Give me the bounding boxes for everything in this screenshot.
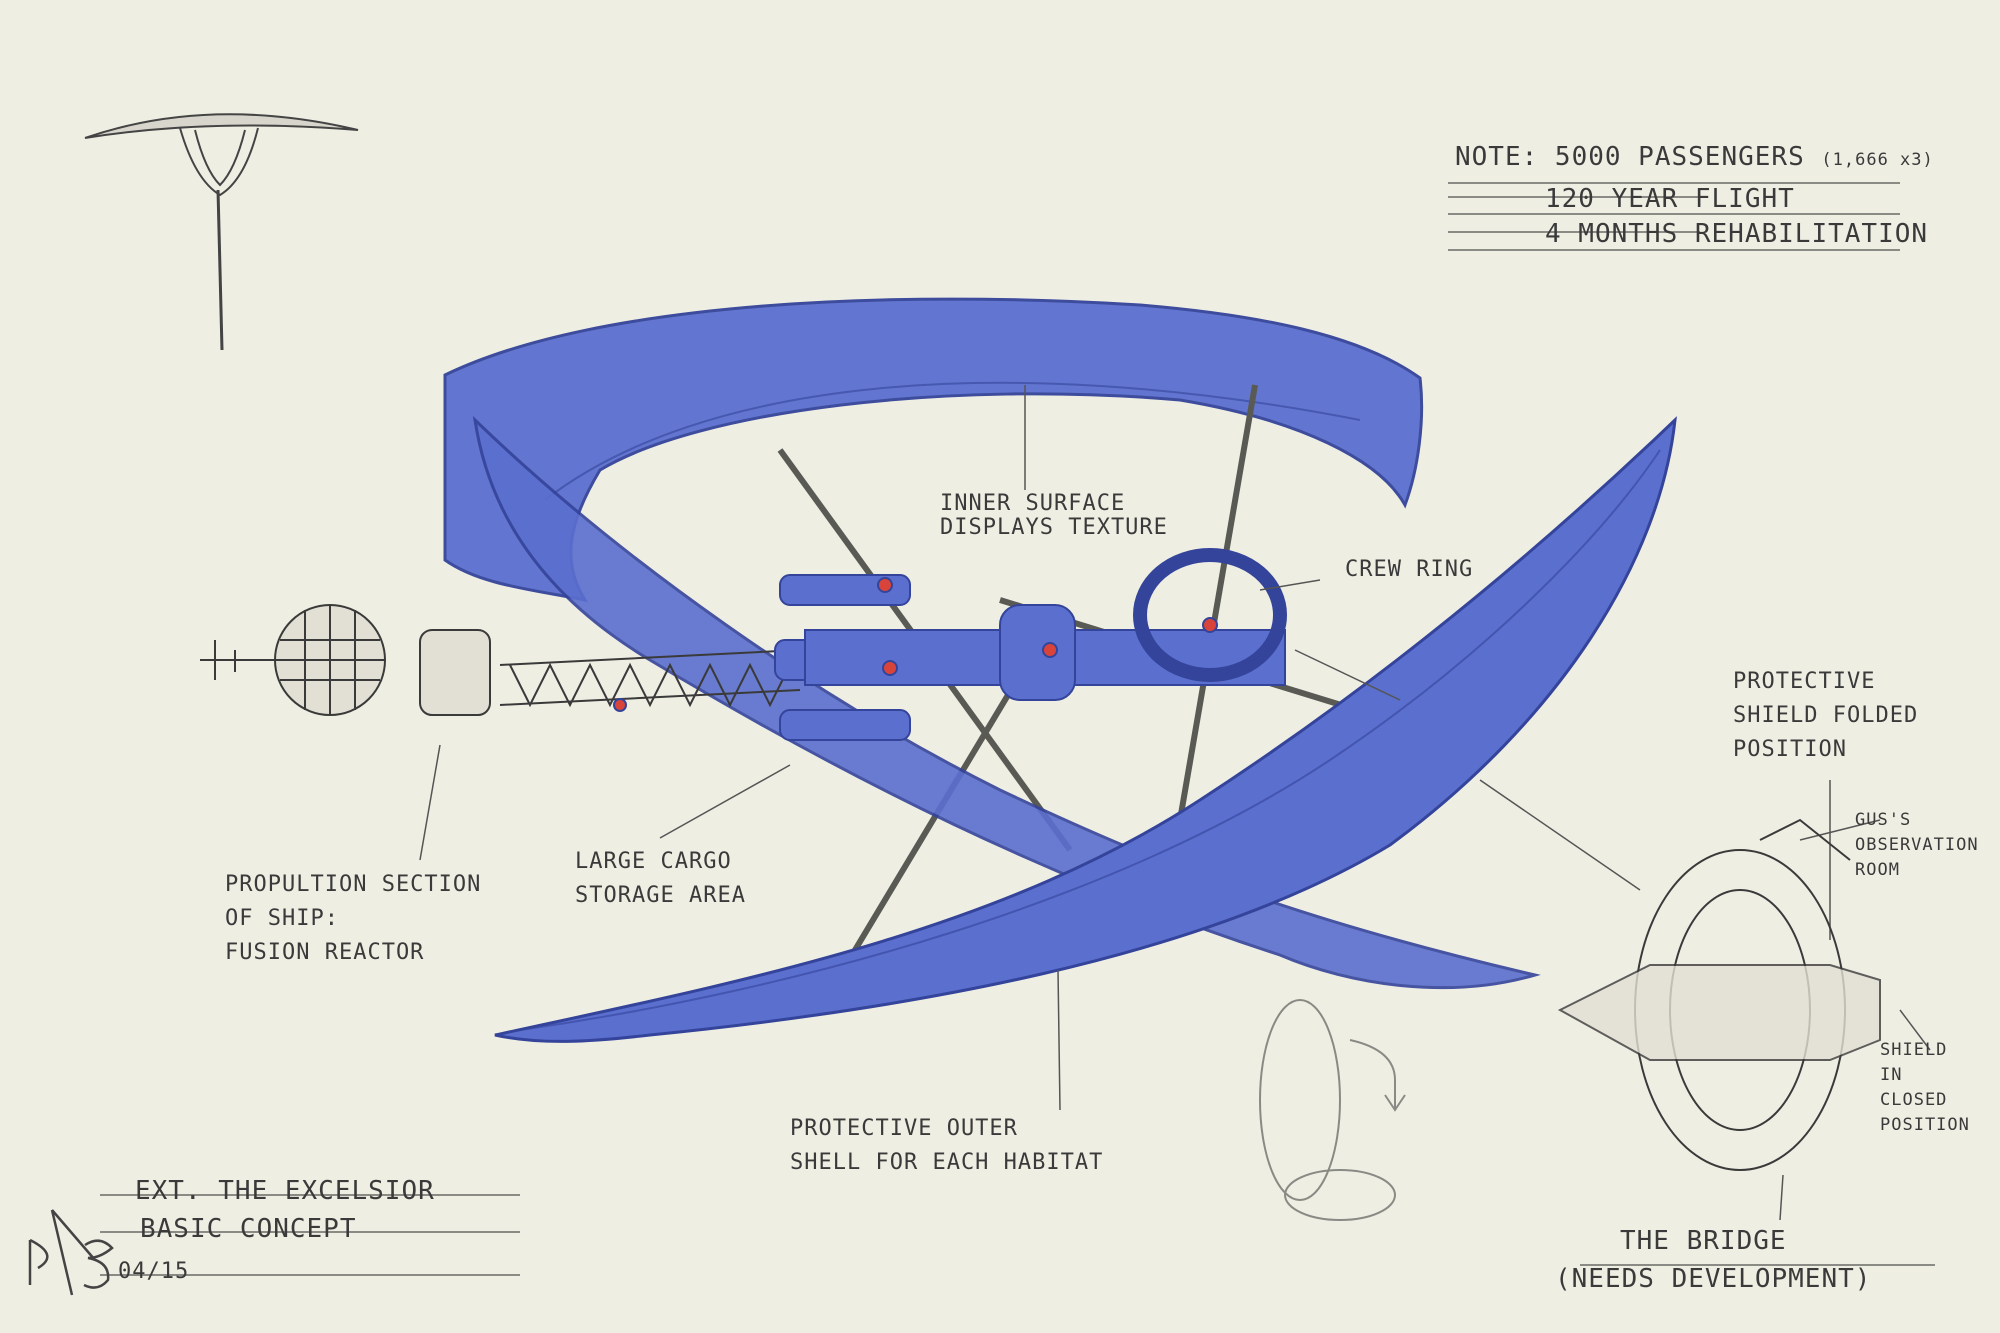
drawing-title: EXT. THE EXCELSIOR	[135, 1176, 435, 1206]
bridge-sketch	[1557, 818, 1881, 1171]
bridge-label: THE BRIDGE (NEEDS DEVELOPMENT)	[1555, 1222, 1871, 1298]
passenger-note: NOTE: 5000 PASSENGERS (1,666 x3)	[1455, 138, 1934, 176]
note-line-1-aside: (1,666 x3)	[1821, 150, 1934, 170]
propulsion-line-1: PROPULTION SECTION	[225, 872, 482, 897]
cargo-line-2: STORAGE AREA	[575, 883, 746, 908]
artist-signature	[28, 1209, 114, 1296]
protective-shield-line-3: POSITION	[1733, 737, 1847, 762]
note-line-1: NOTE: 5000 PASSENGERS	[1455, 142, 1805, 172]
gus-room-line-1: GUS'S	[1855, 810, 1912, 830]
gus-room-line-2: OBSERVATION	[1855, 835, 1979, 855]
bridge-line-1: THE BRIDGE	[1620, 1226, 1787, 1256]
propulsion-line-2: OF SHIP:	[225, 906, 339, 931]
leader-lines	[419, 385, 1931, 1221]
note-line-2: 120 YEAR FLIGHT	[1545, 184, 1795, 214]
propulsion-line-3: FUSION REACTOR	[225, 940, 425, 965]
shield-closed-line-3: CLOSED	[1880, 1090, 1948, 1110]
outer-shell-line-2: SHELL FOR EACH HABITAT	[790, 1150, 1104, 1175]
propulsion-section	[200, 604, 491, 716]
gus-room-line-3: ROOM	[1855, 860, 1900, 880]
bridge-line-2: (NEEDS DEVELOPMENT)	[1555, 1264, 1872, 1294]
inner-surface-line-2: DISPLAYS TEXTURE	[940, 515, 1168, 540]
protective-shield-line-1: PROTECTIVE	[1733, 669, 1876, 694]
protective-shield-line-2: SHIELD FOLDED	[1733, 703, 1919, 728]
outer-shell-label: PROTECTIVE OUTER SHELL FOR EACH HABITAT	[790, 1112, 1103, 1180]
note-underlines	[100, 182, 1935, 1276]
truss-spine	[499, 649, 801, 708]
note-line-3: 4 MONTHS REHABILITATION	[1545, 219, 1929, 249]
gus-room-label: GUS'S OBSERVATION ROOM	[1855, 808, 1979, 883]
drawing-subtitle: BASIC CONCEPT	[140, 1214, 357, 1244]
protective-shield-label: PROTECTIVE SHIELD FOLDED POSITION	[1733, 665, 1918, 767]
shield-closed-line-4: POSITION	[1880, 1115, 1970, 1135]
inner-surface-line-1: INNER SURFACE	[940, 491, 1126, 516]
propulsion-label: PROPULTION SECTION OF SHIP: FUSION REACT…	[225, 868, 481, 970]
shield-closed-line-2: IN	[1880, 1065, 1903, 1085]
central-hub	[613, 548, 1287, 741]
cargo-line-1: LARGE CARGO	[575, 849, 732, 874]
shield-closed-line-1: SHIELD	[1880, 1040, 1948, 1060]
drawing-date: 04/15	[118, 1259, 190, 1284]
inner-surface-label: INNER SURFACE DISPLAYS TEXTURE	[940, 487, 1168, 545]
outer-shell-line-1: PROTECTIVE OUTER	[790, 1116, 1018, 1141]
shield-closed-label: SHIELD IN CLOSED POSITION	[1880, 1038, 1970, 1138]
crew-ring-label: CREW RING	[1345, 557, 1474, 582]
cargo-label: LARGE CARGO STORAGE AREA	[575, 845, 746, 913]
top-view-sketch	[84, 113, 359, 351]
habitat-ring-outer	[494, 416, 1677, 1043]
rotation-sketch	[1259, 999, 1406, 1221]
